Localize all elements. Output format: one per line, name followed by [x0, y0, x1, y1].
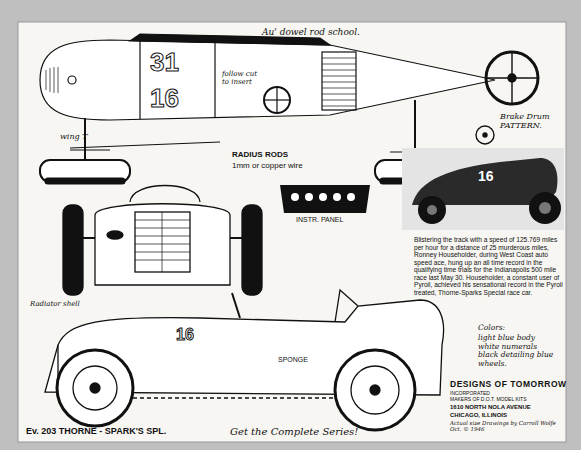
car-number: 31	[150, 48, 179, 78]
instrument-panel	[280, 185, 370, 213]
handwritten-note: wing T	[60, 132, 88, 141]
brake-drum-pattern	[476, 52, 538, 144]
front-view	[63, 186, 262, 296]
color-note: Colors:	[478, 324, 558, 333]
car-photo	[402, 148, 564, 230]
color-note: light blue body white numerals black det…	[478, 334, 558, 369]
part-name: SPONGE	[278, 356, 308, 364]
part-name: Brake Drum PATTERN.	[500, 112, 560, 130]
paper-sheet	[18, 22, 566, 442]
caption-text: Blistering the track with a speed of 125…	[414, 236, 564, 297]
part-name: RADIUS RODS	[232, 150, 288, 159]
sheet-title: Ev. 203 THORNE - SPARK'S SPL.	[26, 426, 166, 436]
part-name: INSTR. PANEL	[296, 216, 343, 224]
part-note: 1mm or copper wire	[232, 161, 303, 170]
company-name: DESIGNS OF TOMORROW	[450, 380, 567, 390]
handwritten-note: Au' dowel rod school.	[262, 27, 360, 37]
handwritten-note: follow cut to insert	[222, 70, 262, 86]
car-number: 16	[176, 326, 194, 344]
company-text: MAKERS OF D.O.T. MODEL KITS	[450, 397, 527, 403]
handwritten-note: Radiator shell	[30, 300, 80, 308]
car-number: 16	[478, 168, 494, 184]
side-view	[45, 290, 444, 430]
slogan: Get the Complete Series!	[230, 426, 358, 438]
company-address: CHICAGO, ILLINOIS	[450, 412, 507, 419]
drawing-credit: Actual size Drawings by Carroll Wolfe Oc…	[450, 420, 560, 433]
company-text: INCORPORATED	[450, 391, 490, 397]
car-number: 16	[150, 84, 179, 114]
company-address: 1610 NORTH NOLA AVENUE	[450, 404, 531, 411]
